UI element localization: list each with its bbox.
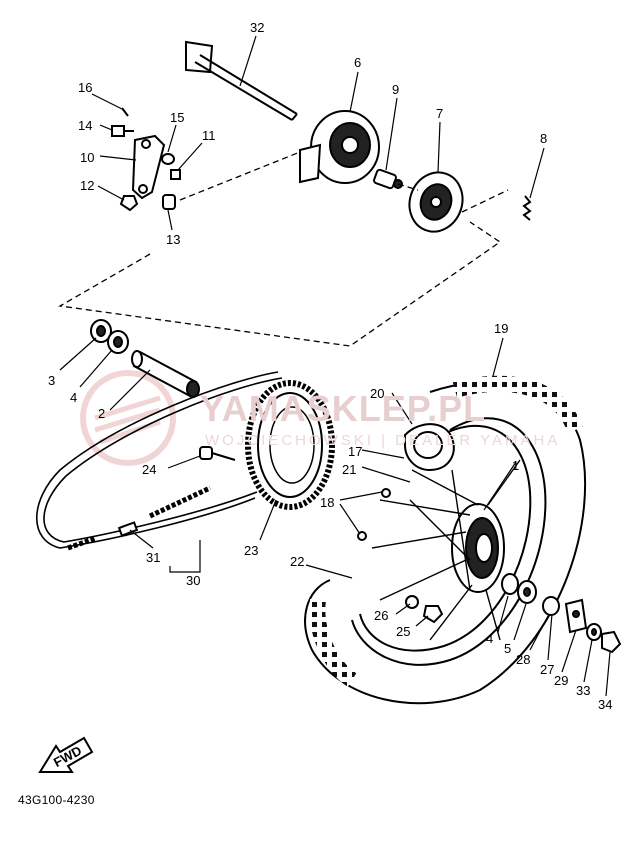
callout-14: 14	[78, 118, 92, 133]
callout-12: 12	[80, 178, 94, 193]
spoke-nipples	[357, 488, 391, 541]
callout-1: 1	[512, 458, 519, 473]
callout-9: 9	[392, 82, 399, 97]
callout-34: 34	[598, 697, 612, 712]
bearing-3	[90, 319, 112, 343]
callout-23: 23	[244, 543, 258, 558]
callout-7: 7	[436, 106, 443, 121]
callout-3: 3	[48, 373, 55, 388]
driven-sprocket	[245, 380, 335, 510]
watermark-subtitle: WOJCIECHOWSKI | DEALER YAMAHA	[205, 432, 561, 449]
callout-28: 28	[516, 652, 530, 667]
callout-22: 22	[290, 554, 304, 569]
brake-shoe-kit	[408, 171, 464, 233]
callout-18: 18	[320, 495, 334, 510]
callout-13: 13	[166, 232, 180, 247]
callout-24: 24	[142, 462, 156, 477]
callout-4-right: 4	[486, 631, 493, 646]
washer-15	[161, 153, 175, 165]
callout-29: 29	[554, 673, 568, 688]
callout-16: 16	[78, 80, 92, 95]
spokes	[371, 459, 521, 641]
callout-32: 32	[250, 20, 264, 35]
bolt-13	[162, 194, 176, 210]
bearing-4	[107, 330, 129, 354]
assembly-guide-lines	[58, 151, 509, 347]
brake-shoe-plate	[299, 110, 380, 184]
rear-axle	[185, 40, 298, 121]
callout-6: 6	[354, 55, 361, 70]
watermark-brand: YAMASKLEP.PL	[200, 388, 487, 429]
tension-spring	[522, 195, 532, 221]
callout-11: 11	[202, 128, 216, 143]
nut-25	[422, 605, 444, 624]
spacer-collar	[131, 350, 200, 398]
axle-nut	[601, 630, 622, 654]
callout-labels: 32 6 16 14 15 9 7 8 10 11 12 13 3 4 2 19…	[48, 20, 612, 712]
rear-hub	[451, 503, 505, 593]
callout-4-left: 4	[70, 390, 77, 405]
callout-8: 8	[540, 131, 547, 146]
callout-20: 20	[370, 386, 384, 401]
callout-5: 5	[504, 641, 511, 656]
watermark-logo	[80, 370, 176, 466]
callout-2: 2	[98, 406, 105, 421]
forward-direction-arrow: FWD	[38, 736, 94, 773]
tension-bar	[131, 134, 166, 200]
callout-26: 26	[374, 608, 388, 623]
callout-27: 27	[540, 662, 554, 677]
callout-33: 33	[576, 683, 590, 698]
leader-lines	[59, 35, 611, 697]
callout-25: 25	[396, 624, 410, 639]
brake-camshaft	[373, 168, 403, 190]
callout-10: 10	[80, 150, 94, 165]
master-link	[117, 521, 139, 537]
callout-21: 21	[342, 462, 356, 477]
nut-12	[119, 195, 139, 212]
callout-19: 19	[494, 321, 508, 336]
hub-bearings-right	[501, 573, 560, 616]
nut-11	[170, 169, 181, 180]
callout-15: 15	[170, 110, 184, 125]
part-code: 43G100-4230	[18, 793, 95, 807]
rim-band	[404, 423, 455, 472]
bolt-14	[111, 125, 134, 137]
washer-33	[586, 623, 602, 641]
chain-adjuster	[564, 598, 588, 634]
callout-31: 31	[146, 550, 160, 565]
sprocket-bolt	[199, 446, 236, 461]
callout-30: 30	[186, 573, 200, 588]
callout-17: 17	[348, 444, 362, 459]
drive-chain	[36, 371, 283, 551]
